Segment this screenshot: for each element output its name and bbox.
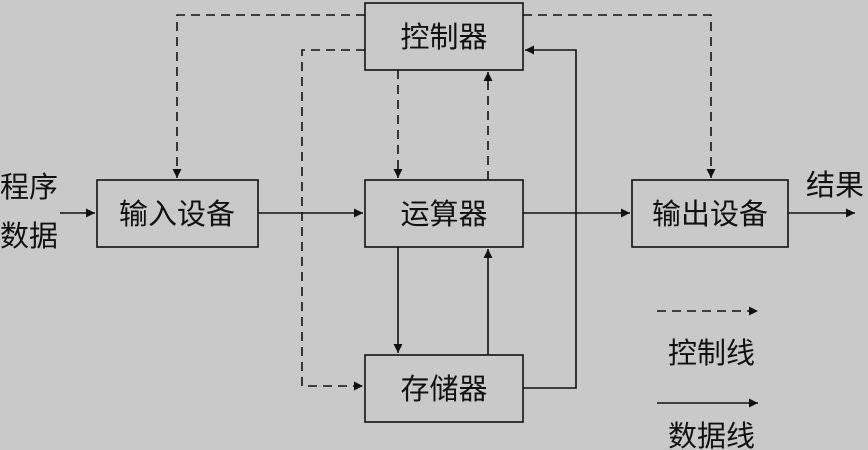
memory-block: 存储器: [364, 354, 524, 423]
output-device-block: 输出设备: [631, 179, 789, 248]
alu-label: 运算器: [400, 197, 487, 231]
output-text-result: 结果: [806, 168, 864, 202]
legend: 控制线 数据线: [657, 306, 758, 450]
data-arrow-memory-to-controller: [523, 45, 577, 389]
input-device-block: 输入设备: [96, 179, 259, 248]
control-arrow-controller-to-memory: [301, 49, 365, 391]
control-arrow-controller-to-output: [523, 14, 716, 178]
controller-block: 控制器: [364, 2, 524, 71]
controller-label: 控制器: [400, 20, 487, 54]
legend-data-line-label: 数据线: [668, 419, 755, 450]
input-device-label: 输入设备: [119, 197, 235, 231]
input-text-program: 程序: [0, 170, 58, 204]
legend-control-line-label: 控制线: [668, 336, 755, 370]
input-text-data: 数据: [0, 219, 58, 253]
control-arrow-controller-to-input: [172, 14, 365, 178]
alu-block: 运算器: [364, 179, 524, 248]
memory-label: 存储器: [400, 372, 487, 406]
output-device-label: 输出设备: [652, 197, 768, 231]
